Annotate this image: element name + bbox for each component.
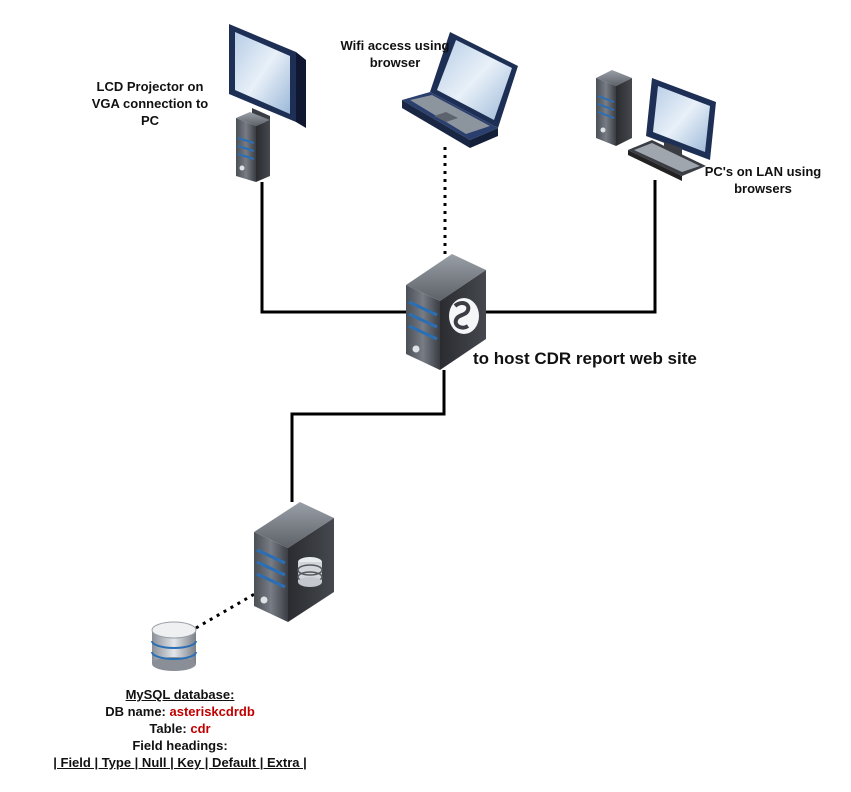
host-label: to host CDR report web site (473, 349, 697, 368)
globe-icon (449, 298, 479, 334)
projector-label-line-2: VGA connection to (91, 96, 209, 111)
monitor-icon (646, 78, 716, 160)
projector-label-line-3: PC (140, 113, 160, 128)
lan-label-line-1: PC's on LAN using (704, 164, 822, 179)
field-headings-list: | Field | Type | Null | Key | Default | … (53, 755, 307, 770)
link-lan-to-host (482, 180, 657, 314)
db-name-row: DB name: asteriskcdrdb (30, 703, 330, 720)
table-value: cdr (190, 721, 211, 736)
disk-stack-icon (297, 557, 323, 587)
link-projector-to-host (260, 182, 410, 314)
database-server-icon (254, 502, 334, 622)
lan-label-line-2: browsers (734, 181, 792, 196)
monitor-icon (229, 24, 306, 128)
table-row: Table: cdr (30, 720, 330, 737)
projector-label: LCD Projector on VGA connection to PC (70, 78, 230, 129)
server-icon (596, 70, 632, 146)
keyboard-icon (628, 140, 706, 181)
link-host-to-db-server (290, 370, 446, 502)
connection-lines (195, 147, 657, 630)
wifi-label: Wifi access using browser (320, 37, 470, 71)
projector-pc (229, 24, 306, 182)
table-label: Table: (149, 721, 187, 736)
desktop-pc-icon (596, 70, 716, 181)
db-name-label: DB name: (105, 704, 166, 719)
laptop-icon (402, 32, 518, 148)
lan-label: PC's on LAN using browsers (688, 163, 838, 197)
projector-label-line-1: LCD Projector on (96, 79, 204, 94)
web-server-icon (406, 254, 486, 370)
server-icon (236, 112, 270, 182)
field-headings-label: Field headings: (132, 738, 228, 753)
db-name-value: asteriskcdrdb (169, 704, 255, 719)
db-title: MySQL database: (125, 687, 235, 702)
wifi-label-line-1: Wifi access using (340, 38, 450, 53)
link-db-server-to-database (195, 590, 259, 630)
wifi-label-line-2: browser (369, 55, 421, 70)
database-icon (151, 621, 197, 671)
database-info: MySQL database: DB name: asteriskcdrdb T… (30, 686, 330, 771)
